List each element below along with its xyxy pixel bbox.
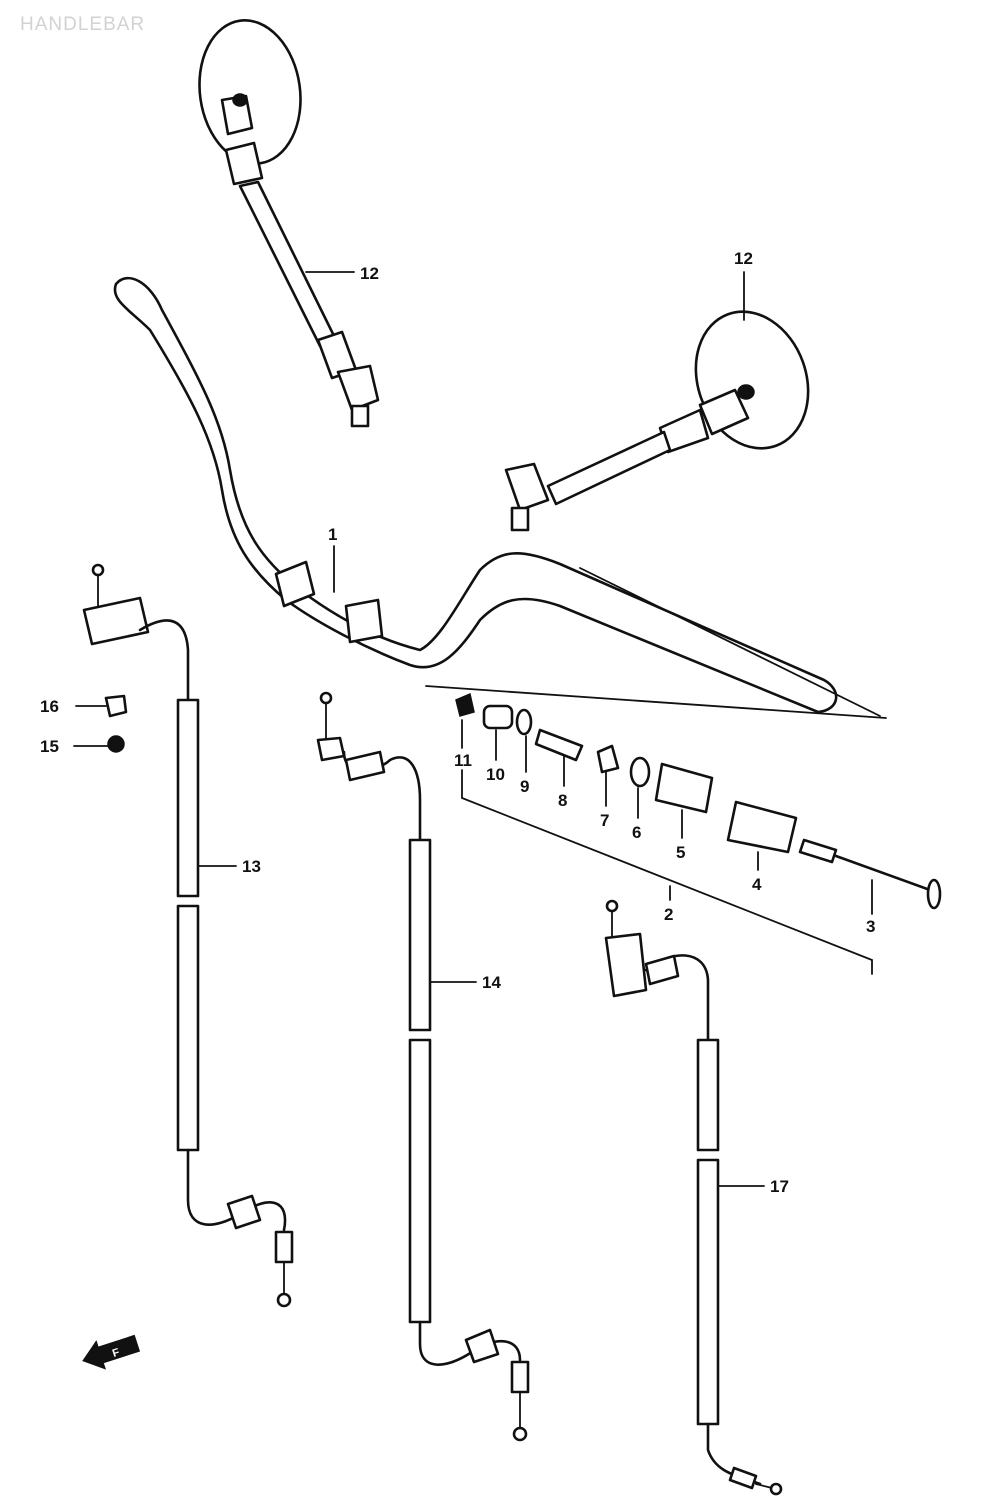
part-11-nut bbox=[455, 692, 475, 717]
left-mirror-glass bbox=[198, 19, 302, 165]
cable-14 bbox=[316, 691, 530, 1442]
cable-13-bend-top bbox=[138, 619, 190, 702]
callout-9: 9 bbox=[520, 777, 529, 796]
cable-17-collar-top bbox=[644, 954, 680, 986]
cable-13-end-top bbox=[91, 563, 105, 577]
part-2-bracket-line bbox=[461, 769, 873, 975]
cable-14-end-bottom bbox=[512, 1426, 528, 1442]
cable-14-adjuster bbox=[510, 1360, 530, 1394]
cable-13-fitting-bottom bbox=[226, 1194, 262, 1230]
part-6-washer bbox=[629, 756, 651, 788]
callout-6: 6 bbox=[632, 823, 641, 842]
right-mirror-stem bbox=[546, 430, 672, 506]
cable-13-end-bottom bbox=[276, 1292, 292, 1308]
cable-13-housing-lower bbox=[176, 904, 200, 1152]
callout-7: 7 bbox=[600, 811, 609, 830]
cable-17-end-bottom bbox=[769, 1482, 783, 1496]
callout-labels: 12 12 1 11 10 9 8 7 6 5 4 2 3 16 15 13 1… bbox=[40, 249, 875, 1196]
left-mirror-nut bbox=[232, 93, 248, 107]
callout-leaders bbox=[197, 271, 873, 1187]
part-9-washer bbox=[515, 708, 533, 736]
part-16-nut bbox=[104, 694, 128, 718]
cable-13 bbox=[82, 563, 294, 1308]
part-8-sleeve bbox=[534, 728, 584, 762]
front-arrow-shape bbox=[82, 1334, 141, 1370]
right-mirror-mount bbox=[504, 462, 550, 512]
callout-15: 15 bbox=[40, 737, 59, 756]
left-mirror-mount bbox=[336, 364, 380, 412]
left-mirror-thread bbox=[350, 404, 370, 428]
right-mirror bbox=[504, 310, 810, 532]
callout-4: 4 bbox=[752, 875, 762, 894]
cable-17-end-top bbox=[605, 899, 619, 913]
cable-17-fitting-bottom bbox=[728, 1466, 758, 1490]
handlebar-knurl-left bbox=[274, 560, 316, 608]
part-5-weight bbox=[654, 762, 714, 814]
cable-17 bbox=[604, 899, 783, 1496]
cable-13-adjuster bbox=[274, 1230, 294, 1264]
part-3-screw-head bbox=[926, 878, 942, 910]
front-direction-arrow: F bbox=[82, 1334, 141, 1370]
callout-12b: 12 bbox=[734, 249, 753, 268]
part-3-screw-shaft bbox=[834, 854, 932, 892]
cable-14-housing-upper bbox=[408, 838, 432, 1032]
callout-13: 13 bbox=[242, 857, 261, 876]
left-mirror-collar bbox=[224, 141, 264, 186]
callout-5: 5 bbox=[676, 843, 685, 862]
callout-11: 11 bbox=[454, 751, 472, 770]
callout-8: 8 bbox=[558, 791, 567, 810]
diagram-title: HANDLEBAR bbox=[20, 14, 146, 35]
right-mirror-joint bbox=[698, 388, 750, 436]
part-3-screw-thread bbox=[798, 838, 838, 864]
callout-16: 16 bbox=[40, 697, 59, 716]
part-4-bar-end bbox=[726, 800, 798, 854]
right-mirror-thread bbox=[510, 506, 530, 532]
assembly-axis-line bbox=[425, 685, 887, 719]
callout-14: 14 bbox=[482, 973, 501, 992]
handlebar-edge-line bbox=[579, 567, 881, 717]
cable-14-collar-top bbox=[344, 750, 386, 782]
part-15-bolt bbox=[107, 735, 125, 753]
cable-17-bracket bbox=[604, 932, 648, 998]
callout-12a: 12 bbox=[360, 264, 379, 283]
callout-2: 2 bbox=[664, 905, 673, 924]
left-mirror-stem bbox=[238, 180, 338, 348]
cable-13-housing-upper bbox=[176, 698, 200, 898]
handlebar bbox=[113, 276, 881, 717]
callout-10: 10 bbox=[486, 765, 505, 784]
left-mirror bbox=[198, 19, 380, 428]
cable-13-fitting-top bbox=[82, 596, 150, 646]
small-parts bbox=[73, 694, 128, 753]
cable-14-fitting-top bbox=[316, 736, 346, 762]
front-arrow-label: F bbox=[111, 1346, 121, 1360]
callout-17: 17 bbox=[770, 1177, 789, 1196]
cable-14-housing-lower bbox=[408, 1038, 432, 1324]
cable-14-fitting-bottom bbox=[464, 1328, 500, 1364]
right-mirror-nut bbox=[737, 384, 755, 400]
part-10-spacer bbox=[482, 704, 514, 730]
callout-1: 1 bbox=[328, 525, 337, 544]
callout-3: 3 bbox=[866, 917, 875, 936]
cable-17-housing-lower bbox=[696, 1158, 720, 1426]
bar-end-assembly bbox=[425, 685, 942, 975]
cable-17-housing-upper bbox=[696, 1038, 720, 1152]
handlebar-knurl-right bbox=[344, 598, 384, 644]
cable-14-end-top bbox=[319, 691, 333, 705]
part-7-clip bbox=[596, 744, 620, 774]
cable-17-inner-bottom bbox=[755, 1483, 773, 1489]
